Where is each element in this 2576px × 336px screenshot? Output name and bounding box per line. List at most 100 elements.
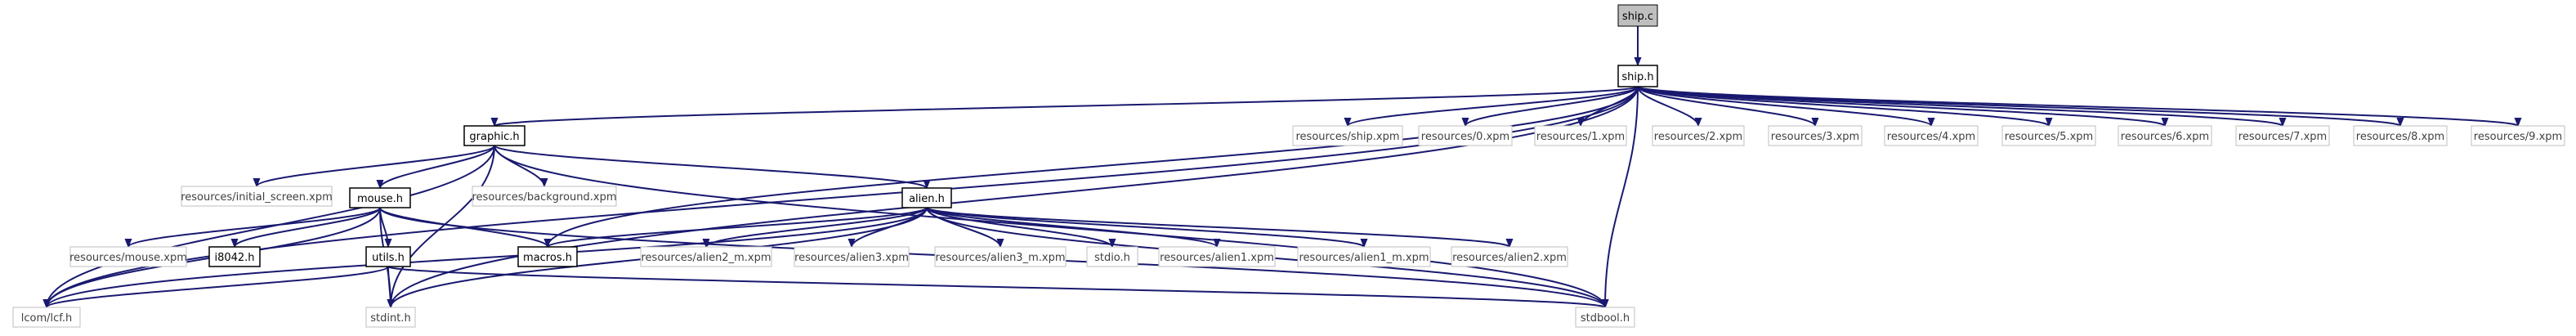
edge-alien_h-to-res_alien2 — [926, 207, 1509, 248]
node-alien-h[interactable]: alien.h — [901, 187, 952, 208]
node-graphic-h[interactable]: graphic.h — [463, 125, 525, 146]
node-res-4: resources/4.xpm — [1884, 125, 1979, 146]
node-label: resources/1.xpm — [1536, 131, 1625, 143]
node-stdio-h: stdio.h — [1086, 246, 1138, 267]
node-box — [640, 246, 772, 267]
edge-graphic_h-to-stdbool_h — [494, 145, 1605, 308]
node-box — [12, 307, 81, 328]
node-label: resources/alien3.xpm — [794, 252, 909, 264]
node-box — [2118, 125, 2212, 146]
node-layer: ship.c ship.h graphic.h resources/ship.xpm r… — [12, 4, 2565, 328]
node-label: resources/2.xpm — [1654, 131, 1742, 143]
node-box — [2353, 125, 2448, 146]
node-box — [181, 186, 333, 207]
node-label: resources/9.xpm — [2474, 131, 2562, 143]
node-label: resources/8.xpm — [2356, 131, 2444, 143]
edge-ship_h-to-stdbool_h — [1605, 86, 1639, 307]
node-box — [1297, 246, 1431, 267]
node-label: resources/6.xpm — [2121, 131, 2209, 143]
node-stdbool-h: stdbool.h — [1575, 307, 1635, 328]
node-label: ship.h — [1621, 71, 1653, 83]
edge-alien_h-to-res_alien1_m — [926, 207, 1364, 248]
node-label: alien.h — [909, 193, 945, 205]
node-label: i8042.h — [214, 252, 254, 264]
node-label: utils.h — [372, 252, 405, 264]
node-box — [517, 246, 578, 267]
node-label: resources/alien2_m.xpm — [642, 252, 771, 264]
node-label: stdbool.h — [1581, 312, 1630, 325]
node-res-0: resources/0.xpm — [1418, 125, 1513, 146]
node-label: resources/0.xpm — [1421, 131, 1509, 143]
node-res-initial: resources/initial_screen.xpm — [181, 186, 333, 207]
edge-ship_h-to-macros_h — [548, 86, 1639, 248]
node-label: stdint.h — [370, 312, 410, 325]
edge-mouse_h-to-res_mouse — [128, 207, 381, 248]
node-res-7: resources/7.xpm — [2235, 125, 2330, 146]
node-lcf-h: lcom/lcf.h — [12, 307, 81, 328]
edge-alien_h-to-res_alien1 — [926, 207, 1217, 248]
node-box — [1534, 125, 1627, 146]
node-label: resources/initial_screen.xpm — [181, 191, 333, 204]
node-label: ship.c — [1622, 11, 1653, 23]
node-utils-h[interactable]: utils.h — [365, 246, 411, 267]
edge-alien_h-to-lcf_h — [47, 207, 928, 308]
node-box — [208, 246, 261, 267]
node-ship-h[interactable]: ship.h — [1617, 65, 1658, 87]
node-label: resources/4.xpm — [1887, 131, 1975, 143]
node-box — [472, 186, 617, 207]
node-box — [2471, 125, 2565, 146]
node-label: mouse.h — [357, 193, 403, 205]
edge-alien_h-to-stdio_h — [926, 207, 1112, 248]
node-box — [1652, 125, 1745, 146]
node-box — [463, 125, 525, 146]
node-res-alien1: resources/alien1.xpm — [1158, 246, 1276, 267]
node-res-2: resources/2.xpm — [1652, 125, 1745, 146]
edge-ship_h-to-res_ship — [1348, 86, 1639, 127]
node-label: resources/5.xpm — [2005, 131, 2093, 143]
node-label: resources/alien1.xpm — [1160, 252, 1274, 264]
node-box — [1451, 246, 1568, 267]
edge-utils_h-to-stdbool_h — [387, 266, 1605, 308]
node-box — [901, 187, 952, 208]
node-res-alien3: resources/alien3.xpm — [794, 246, 910, 267]
edge-ship_h-to-res_3 — [1637, 86, 1815, 127]
node-box — [349, 187, 411, 208]
node-macros-h[interactable]: macros.h — [517, 246, 578, 267]
edge-graphic_h-to-res_initial — [257, 145, 495, 187]
node-res-6: resources/6.xpm — [2118, 125, 2212, 146]
node-box — [1418, 125, 1513, 146]
edge-ship_h-to-graphic_h — [494, 86, 1639, 127]
node-res-5: resources/5.xpm — [2001, 125, 2096, 146]
node-label: resources/mouse.xpm — [69, 252, 187, 264]
node-res-alien1-m: resources/alien1_m.xpm — [1297, 246, 1431, 267]
node-res-alien3-m: resources/alien3_m.xpm — [934, 246, 1067, 267]
node-label: resources/7.xpm — [2238, 131, 2327, 143]
edge-ship_h-to-res_9 — [1637, 86, 2518, 127]
node-res-mouse: resources/mouse.xpm — [69, 246, 187, 267]
node-res-3: resources/3.xpm — [1768, 125, 1863, 146]
node-mouse-h[interactable]: mouse.h — [349, 187, 411, 208]
node-label: macros.h — [523, 252, 572, 264]
node-i8042-h[interactable]: i8042.h — [208, 246, 261, 267]
node-box — [2001, 125, 2096, 146]
edge-graphic_h-to-stdint_h — [391, 145, 495, 307]
node-box — [794, 246, 910, 267]
node-label: lcom/lcf.h — [21, 312, 73, 325]
node-label: resources/ship.xpm — [1296, 131, 1400, 143]
node-label: resources/background.xpm — [472, 191, 616, 204]
node-res-alien2: resources/alien2.xpm — [1451, 246, 1568, 267]
node-label: resources/alien1_m.xpm — [1299, 252, 1429, 264]
edge-ship_h-to-res_7 — [1637, 86, 2283, 127]
edge-ship_h-to-res_4 — [1637, 86, 1931, 127]
node-res-1: resources/1.xpm — [1534, 125, 1627, 146]
node-box — [2235, 125, 2330, 146]
edge-graphic_h-to-lcf_h — [47, 145, 495, 307]
node-label: resources/alien2.xpm — [1452, 252, 1567, 264]
node-ship-c: ship.c — [1617, 4, 1658, 27]
edge-ship_h-to-res_2 — [1637, 86, 1698, 127]
node-res-8: resources/8.xpm — [2353, 125, 2448, 146]
edge-mouse_h-to-i8042_h — [235, 207, 381, 248]
node-box — [365, 307, 416, 328]
node-box — [1768, 125, 1863, 146]
node-label: resources/3.xpm — [1771, 131, 1859, 143]
